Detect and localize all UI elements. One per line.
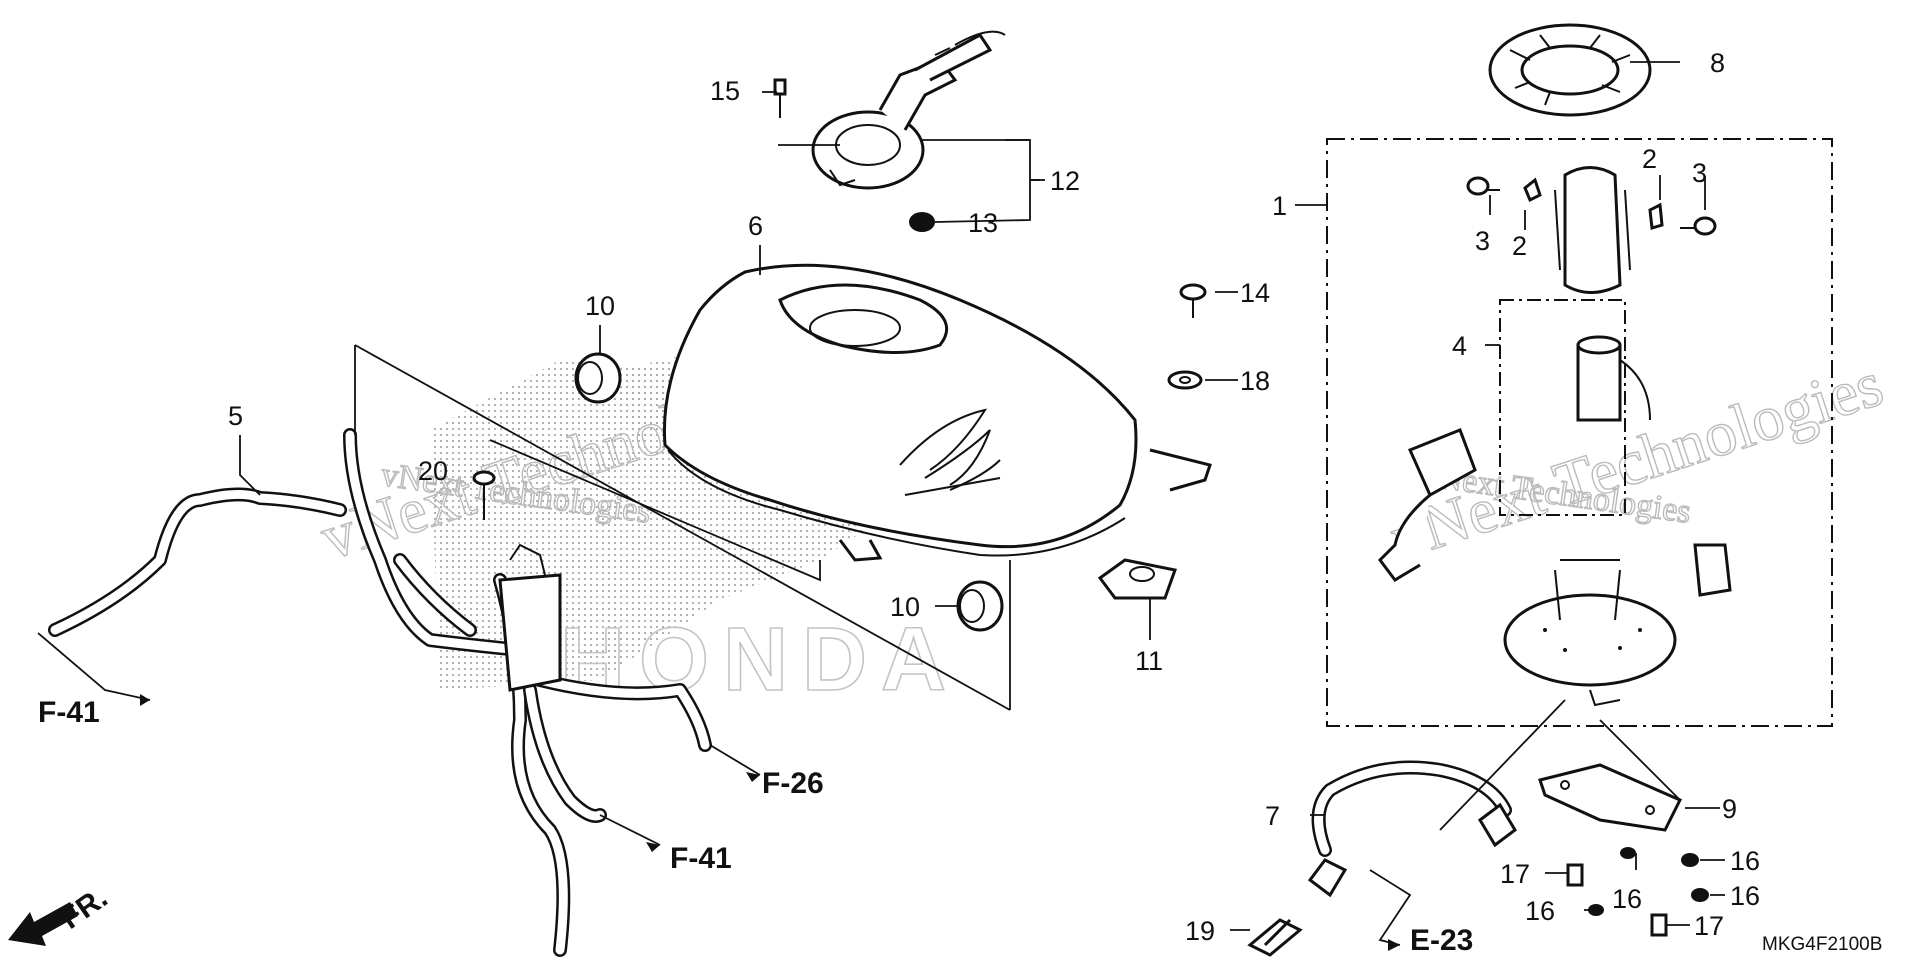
- fuel-tank: [662, 263, 1212, 562]
- callout-12: 12: [1050, 166, 1080, 196]
- callout-8: 8: [1710, 48, 1725, 78]
- drawing-code: MKG4F2100B: [1762, 934, 1882, 955]
- hose-area-boundary: [354, 344, 1011, 711]
- bolt-17-b: [1650, 913, 1668, 937]
- fuel-pump-motor: [1576, 335, 1651, 422]
- ref-f41-left: F-41: [38, 696, 100, 729]
- fuel-pump-assembly-box: [1326, 138, 1833, 727]
- fuel-pump-base-plate: [1503, 559, 1677, 707]
- callout-7: 7: [1265, 801, 1280, 831]
- hose-clamp-19: [1247, 918, 1303, 957]
- ref-e23: E-23: [1410, 924, 1473, 957]
- callout-16-d: 16: [1525, 896, 1555, 926]
- fuel-level-sender: [1378, 428, 1477, 582]
- callout-5: 5: [228, 401, 243, 431]
- tank-washer: [1167, 370, 1203, 390]
- callout-16-c: 16: [1730, 881, 1760, 911]
- front-direction-marker: FR.: [8, 881, 114, 946]
- callout-17-b: 17: [1694, 911, 1724, 941]
- nut-16-b: [1620, 847, 1636, 859]
- callout-6: 6: [748, 211, 763, 241]
- pump-clip-right: [1648, 202, 1664, 230]
- callout-13: 13: [968, 208, 998, 238]
- callout-17-a: 17: [1500, 859, 1530, 889]
- callout-4: 4: [1452, 331, 1467, 361]
- callout-15: 15: [710, 76, 740, 106]
- nut-16-c: [1691, 888, 1709, 902]
- fuel-pump-bracket-right: [1693, 543, 1732, 597]
- fuel-filler-cap: [811, 30, 1006, 190]
- callout-9: 9: [1722, 794, 1737, 824]
- fuel-pump-set-ring: [1488, 23, 1652, 117]
- callout-10-top: 10: [585, 291, 615, 321]
- leader-lines: [37, 61, 1725, 946]
- callout-16-b: 16: [1612, 884, 1642, 914]
- callout-2-left: 2: [1512, 231, 1527, 261]
- callout-2-right: 2: [1642, 144, 1657, 174]
- tank-mounting-rubber: [1097, 558, 1177, 600]
- callout-14: 14: [1240, 278, 1270, 308]
- tank-cushion-front: [574, 352, 622, 404]
- reference-labels: F-41 F-26 F-41 E-23: [38, 696, 1473, 957]
- reference-arrows: [140, 694, 1400, 951]
- pump-bolt-left: [1466, 176, 1500, 196]
- callout-3-left: 3: [1475, 226, 1490, 256]
- callout-3-right: 3: [1692, 158, 1707, 188]
- tank-cushion-rear: [956, 580, 1004, 632]
- callout-1: 1: [1272, 191, 1287, 221]
- tank-mount-bolt: [1179, 283, 1207, 318]
- pump-bolt-right: [1680, 216, 1717, 236]
- callout-11: 11: [1135, 646, 1163, 676]
- hose-clip-20: [472, 470, 496, 520]
- fuel-feed-hose: [1307, 760, 1517, 898]
- ref-f41-bottom: F-41: [670, 842, 732, 875]
- ref-f26: F-26: [762, 767, 824, 800]
- front-label: FR.: [55, 881, 114, 936]
- bolt-17-a: [1566, 863, 1584, 887]
- cap-screw: [773, 78, 787, 118]
- callout-labels: 1 2 2 3 3 4 5 6 7 8 9 10 10 11 12 13 14 …: [228, 48, 1760, 946]
- callout-20: 20: [418, 456, 448, 486]
- callout-19: 19: [1185, 916, 1215, 946]
- evap-canister: [498, 543, 562, 692]
- callout-18: 18: [1240, 366, 1270, 396]
- pump-wire-bracket: [1538, 763, 1683, 832]
- callout-16-a: 16: [1730, 846, 1760, 876]
- cap-drain-grommet: [909, 212, 935, 232]
- fuel-pump-filter: [1554, 166, 1631, 294]
- nut-16-a: [1681, 853, 1699, 867]
- callout-10-bottom: 10: [890, 592, 920, 622]
- pump-clip-left: [1523, 177, 1542, 203]
